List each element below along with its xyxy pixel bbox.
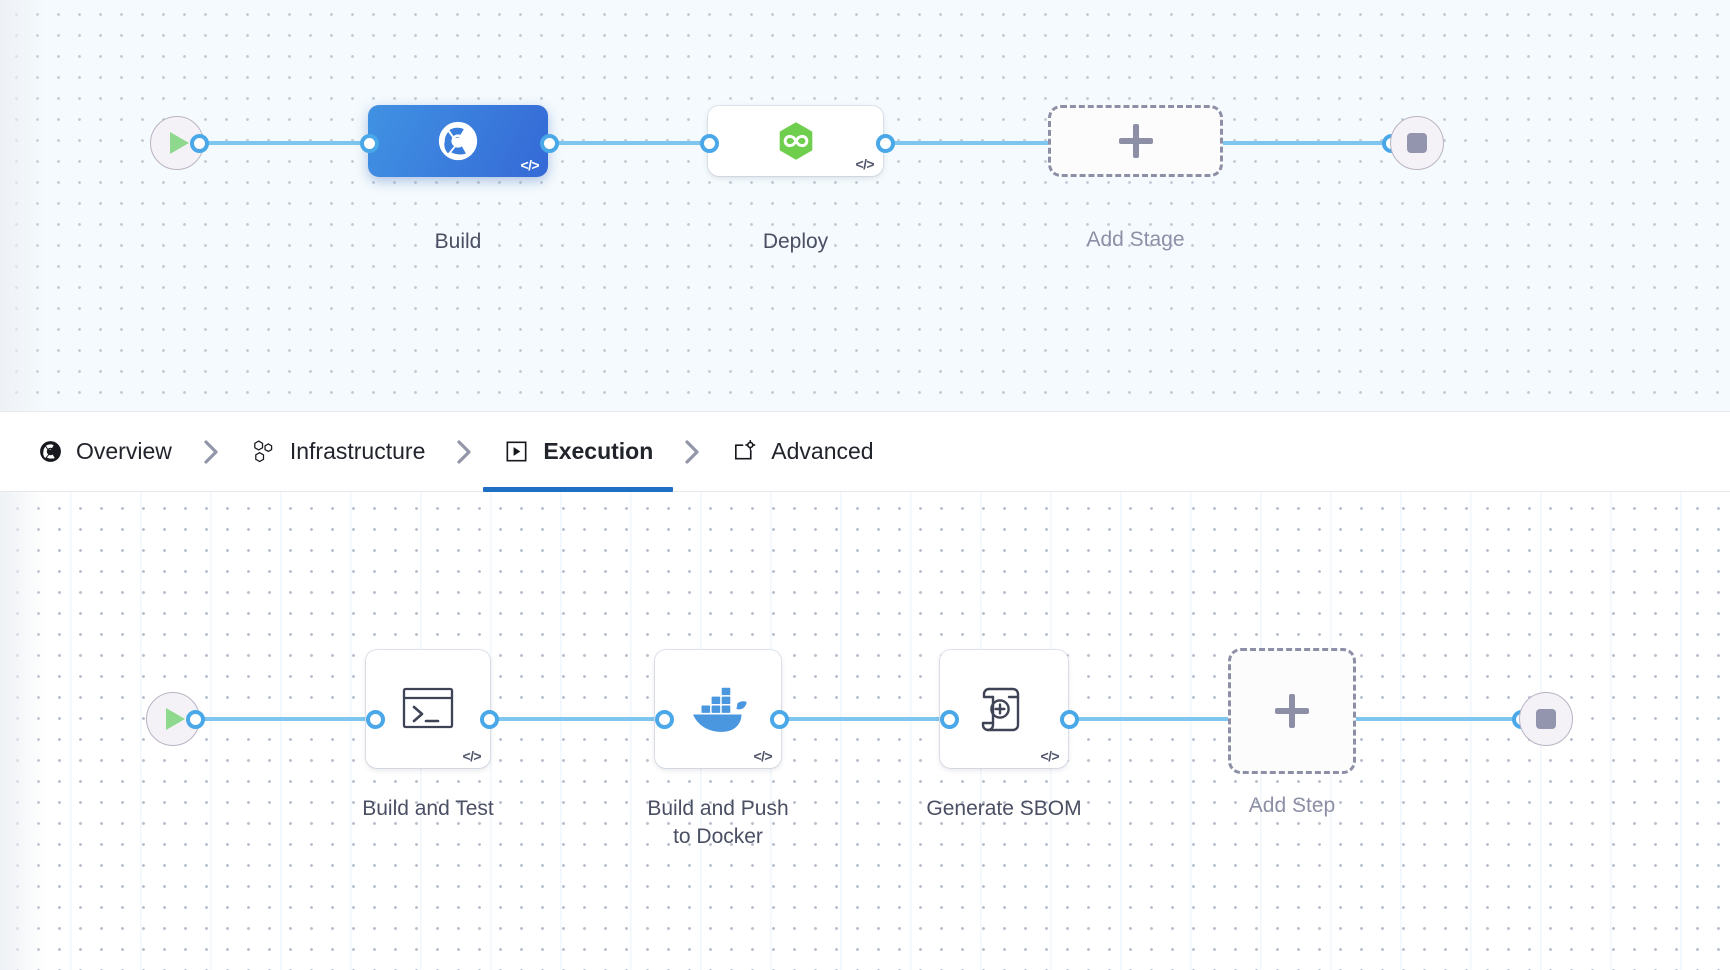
connector-build-and-test-to-docker bbox=[480, 717, 668, 721]
port-build-and-test-out[interactable] bbox=[480, 710, 499, 729]
stage-end-node[interactable] bbox=[1390, 116, 1444, 170]
connector-start-to-build bbox=[196, 141, 376, 145]
harness-cd-hexagon-icon bbox=[779, 122, 812, 160]
stage-label-build: Build bbox=[434, 230, 482, 253]
connector-addstage-to-end bbox=[1222, 141, 1412, 145]
chevron-right-icon bbox=[657, 437, 727, 467]
stop-icon bbox=[1407, 133, 1427, 153]
connector-deploy-to-addstage bbox=[875, 141, 1065, 145]
code-badge: </> bbox=[520, 157, 540, 173]
stage-start-node[interactable] bbox=[150, 116, 204, 170]
add-step-label: Add Step bbox=[1248, 794, 1336, 817]
tab-infrastructure[interactable]: Infrastructure bbox=[246, 412, 430, 492]
hexagon-cluster-icon bbox=[250, 438, 277, 465]
port-sbom-in[interactable] bbox=[940, 710, 959, 729]
code-badge: </> bbox=[855, 156, 875, 172]
step-start-node[interactable] bbox=[146, 692, 200, 746]
connector-sbom-to-add-step bbox=[1060, 717, 1230, 721]
tab-label-execution: Execution bbox=[543, 438, 654, 464]
add-step-button[interactable] bbox=[1228, 648, 1356, 774]
port-build-in[interactable] bbox=[360, 134, 379, 153]
step-node-build-and-test[interactable]: </> bbox=[366, 650, 490, 768]
stage-node-deploy[interactable]: </> bbox=[708, 106, 883, 176]
chevron-right-icon bbox=[176, 437, 246, 467]
stage-node-build[interactable]: </> bbox=[368, 105, 548, 177]
tab-label-overview: Overview bbox=[76, 438, 172, 464]
port-docker-in[interactable] bbox=[655, 710, 674, 729]
play-icon bbox=[166, 708, 185, 730]
pipeline-step-canvas[interactable]: </> Build and Test </> Bu bbox=[0, 492, 1730, 970]
code-badge: </> bbox=[1040, 748, 1060, 764]
code-badge: </> bbox=[462, 748, 482, 764]
tab-execution[interactable]: Execution bbox=[483, 412, 674, 492]
add-stage-button[interactable] bbox=[1048, 105, 1223, 177]
step-node-generate-sbom[interactable]: </> bbox=[940, 650, 1068, 768]
step-node-build-and-push-to-docker[interactable]: </> bbox=[655, 650, 781, 768]
stop-icon bbox=[1536, 709, 1556, 729]
execution-play-icon bbox=[503, 438, 530, 465]
tab-advanced[interactable]: Advanced bbox=[727, 412, 877, 492]
step-end-node[interactable] bbox=[1519, 692, 1573, 746]
step-label-build-and-push-to-docker: Build and Push to Docker bbox=[647, 797, 789, 848]
pipeline-stage-canvas[interactable]: </> Build </> Deploy Add Stage bbox=[0, 0, 1730, 412]
chevron-right-icon bbox=[429, 437, 499, 467]
connector-docker-to-sbom bbox=[770, 717, 956, 721]
connector-build-to-deploy bbox=[540, 141, 720, 145]
stage-config-tabbar: Overview Infrastructure bbox=[0, 412, 1730, 492]
connector-add-step-to-end bbox=[1352, 717, 1524, 721]
plus-icon bbox=[1118, 124, 1153, 158]
tab-overview[interactable]: Overview bbox=[34, 412, 176, 492]
docker-icon bbox=[693, 687, 747, 732]
step-label-generate-sbom: Generate SBOM bbox=[926, 797, 1082, 820]
overview-pie-icon bbox=[38, 439, 63, 464]
port-deploy-out[interactable] bbox=[876, 134, 895, 153]
terminal-icon bbox=[402, 687, 454, 729]
canvas-left-fade bbox=[0, 0, 46, 411]
play-icon bbox=[170, 132, 189, 154]
port-deploy-in[interactable] bbox=[700, 134, 719, 153]
port-step-start-out[interactable] bbox=[186, 710, 205, 729]
port-build-and-test-in[interactable] bbox=[366, 710, 385, 729]
stage-label-deploy: Deploy bbox=[762, 230, 829, 253]
advanced-gear-icon bbox=[731, 438, 758, 465]
step-label-build-and-test: Build and Test bbox=[362, 797, 494, 820]
port-build-out[interactable] bbox=[540, 134, 559, 153]
canvas-left-fade bbox=[0, 492, 46, 970]
sbom-scroll-icon bbox=[981, 687, 1020, 732]
port-start-out[interactable] bbox=[190, 134, 209, 153]
harness-ci-icon bbox=[438, 121, 478, 161]
code-badge: </> bbox=[753, 748, 773, 764]
port-docker-out[interactable] bbox=[770, 710, 789, 729]
connector-start-to-build-and-test bbox=[192, 717, 374, 721]
port-sbom-out[interactable] bbox=[1060, 710, 1079, 729]
plus-icon bbox=[1275, 694, 1309, 728]
add-stage-label: Add Stage bbox=[1086, 228, 1185, 251]
tab-label-advanced: Advanced bbox=[771, 438, 874, 464]
tab-label-infrastructure: Infrastructure bbox=[289, 438, 426, 464]
